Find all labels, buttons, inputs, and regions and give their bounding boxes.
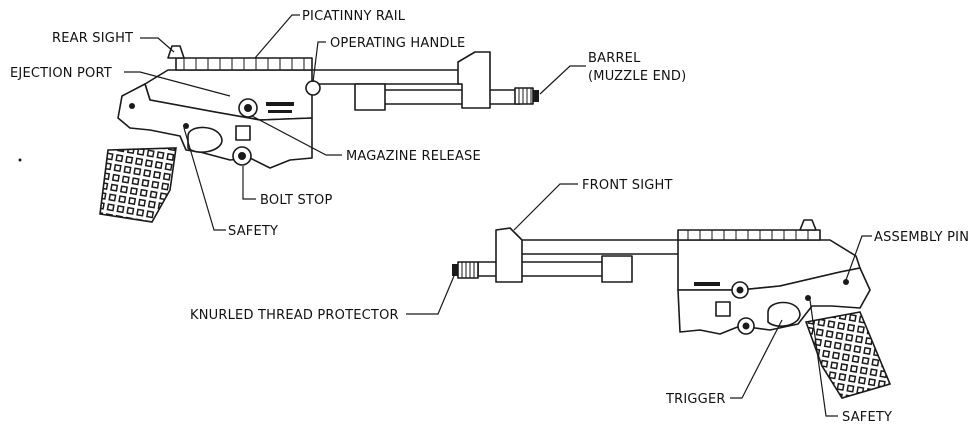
label-bolt-stop: BOLT STOP <box>260 193 333 208</box>
leader-barrel <box>539 65 586 95</box>
leader-picatinny-rail <box>254 14 300 59</box>
front-sight-left <box>457 51 491 109</box>
muzzle-left <box>514 87 534 105</box>
leader-safety-right <box>809 299 838 417</box>
lower-receiver-right <box>677 267 871 335</box>
muzzle-right <box>457 261 479 279</box>
upper-tube-left <box>309 69 461 85</box>
leader-operating-handle <box>312 41 326 83</box>
leader-ejection-port <box>124 71 231 97</box>
callout-labels: REAR SIGHT PICATINNY RAIL OPERATING HAND… <box>10 9 969 425</box>
barrel-block-left <box>354 83 386 111</box>
pistol-left-view <box>99 45 539 223</box>
rear-sight-right <box>799 219 817 231</box>
leader-lines <box>124 14 872 417</box>
label-picatinny-rail: PICATINNY RAIL <box>302 9 406 24</box>
operating-handle-left <box>305 80 321 96</box>
magwell-detail-right <box>715 301 731 317</box>
label-knurled-thread-protector: KNURLED THREAD PROTECTOR <box>190 308 399 323</box>
leader-front-sight <box>513 183 578 231</box>
picatinny-rail-right <box>677 229 821 241</box>
leader-safety-left <box>183 127 226 231</box>
leader-assembly-pin <box>845 235 872 281</box>
trigger-guard-right <box>767 301 801 327</box>
label-barrel: BARREL <box>588 51 641 66</box>
barrel-block-right <box>601 255 633 283</box>
leader-knurled-thread-protector <box>406 275 455 315</box>
stray-dot <box>18 158 22 162</box>
label-ejection-port: EJECTION PORT <box>10 66 112 81</box>
magwell-detail-left <box>235 125 251 141</box>
label-rear-sight: REAR SIGHT <box>52 31 133 46</box>
leader-bolt-stop <box>242 166 256 200</box>
leader-magazine-release <box>251 115 342 156</box>
grip-right <box>804 311 892 399</box>
rear-sight-left <box>167 45 185 59</box>
label-trigger: TRIGGER <box>665 392 726 407</box>
label-operating-handle: OPERATING HANDLE <box>330 36 465 51</box>
label-safety-left: SAFETY <box>228 224 278 239</box>
label-safety-right: SAFETY <box>842 410 892 425</box>
label-magazine-release: MAGAZINE RELEASE <box>346 149 481 164</box>
label-assembly-pin: ASSEMBLY PIN <box>874 230 969 245</box>
label-front-sight: FRONT SIGHT <box>582 178 673 193</box>
trigger-guard-left <box>187 126 223 153</box>
leader-rear-sight <box>140 37 175 53</box>
upper-tube-right <box>519 239 681 255</box>
pistol-right-view <box>452 219 892 399</box>
leader-trigger <box>730 319 783 399</box>
front-sight-right <box>495 227 523 283</box>
label-barrel-muzzle-end: (MUZZLE END) <box>588 69 686 84</box>
grip-left <box>99 147 177 223</box>
